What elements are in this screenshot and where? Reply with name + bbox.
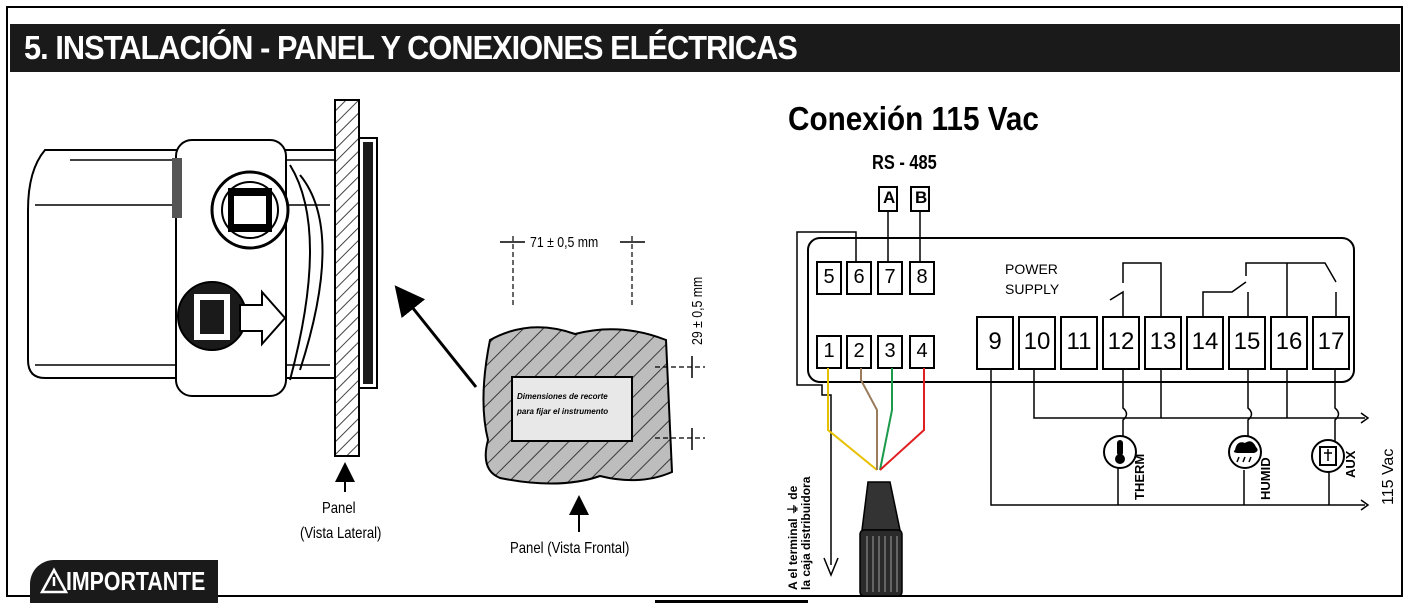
terminal-number-17: 17 (1317, 328, 1345, 355)
power-supply-label-line1: POWER (1005, 261, 1058, 277)
terminal-box-8 (909, 261, 935, 295)
terminal-box-4 (909, 335, 935, 369)
terminal-box-3 (877, 335, 903, 369)
section-header-bar (10, 24, 1400, 72)
relay-contacts (1109, 262, 1337, 316)
terminal-number-11: 11 (1066, 328, 1092, 355)
rs485-label: RS - 485 (872, 152, 937, 174)
terminal-number-16: 16 (1275, 328, 1303, 355)
terminal-number-13: 13 (1149, 328, 1177, 355)
instrument-side-view (27, 99, 378, 457)
rs485-cable (827, 368, 925, 471)
aux-load-label: AUX (1343, 450, 1358, 478)
terminal-number-15: 15 (1233, 328, 1261, 355)
terminal-number-3: 3 (884, 340, 896, 362)
terminal-box-2 (846, 335, 872, 369)
aux-load-icon (1311, 439, 1345, 473)
terminal-blocks (816, 261, 1350, 370)
terminal-number-5: 5 (823, 266, 835, 288)
important-label: IMPORTANTE (66, 566, 206, 596)
front-view-caption: Panel (Vista Frontal) (510, 540, 630, 557)
terminal-box-15 (1228, 316, 1266, 370)
side-view-caption-line1: Panel (322, 500, 356, 517)
terminal-box-5 (816, 261, 842, 295)
terminal-number-1: 1 (823, 340, 835, 362)
cutout-note-line2: para fijar el instrumento (517, 407, 609, 416)
terminal-box-13 (1144, 316, 1182, 370)
supply-voltage-label: 115 Vac (1380, 448, 1397, 505)
terminal-number-10: 10 (1023, 328, 1051, 355)
terminal-box-9 (976, 316, 1014, 370)
terminal-number-9: 9 (988, 328, 1002, 355)
cutout-width-dimension: 71 ± 0,5 mm (530, 234, 599, 251)
therm-load-label: THERM (1132, 453, 1147, 500)
terminal-box-16 (1270, 316, 1308, 370)
side-view-caption-line2: (Vista Lateral) (300, 525, 382, 542)
terminal-box-10 (1018, 316, 1056, 370)
terminal-number-4: 4 (916, 340, 928, 362)
humid-load-label: HUMID (1258, 457, 1273, 500)
humidity-load-icon (1228, 435, 1262, 469)
cutout-height-dimension: 29 ± 0,5 mm (689, 276, 706, 345)
insertion-arrow (394, 285, 478, 388)
terminal-number-7: 7 (884, 266, 896, 288)
ground-note-line2: la caja distribuidora (799, 476, 813, 590)
rs485-b-label: B (915, 188, 928, 207)
terminal-number-12: 12 (1107, 328, 1135, 355)
terminal-number-14: 14 (1191, 328, 1219, 355)
terminal-number-8: 8 (916, 266, 928, 288)
terminal-number-6: 6 (853, 266, 865, 288)
terminal-box-14 (1186, 316, 1224, 370)
terminal-box-7 (877, 261, 903, 295)
power-supply-label-line2: SUPPLY (1005, 281, 1060, 297)
cutout-note-line1: Dimensiones de recorte (517, 392, 608, 401)
section-title: 5. INSTALACIÓN - PANEL Y CONEXIONES ELÉC… (24, 29, 798, 66)
terminal-box-6 (846, 261, 872, 295)
terminal-box-11 (1060, 316, 1098, 370)
terminal-number-2: 2 (853, 340, 865, 362)
cable-connector-icon (859, 481, 903, 597)
page-frame (6, 6, 1403, 597)
terminal-box-12 (1102, 316, 1140, 370)
power-wiring (990, 370, 1370, 511)
terminal-box-17 (1312, 316, 1350, 370)
panel-front-view (482, 236, 705, 485)
thermostat-load-icon (1103, 435, 1137, 469)
rs485-a-label: A (883, 188, 896, 207)
connection-title: Conexión 115 Vac (788, 100, 1039, 137)
